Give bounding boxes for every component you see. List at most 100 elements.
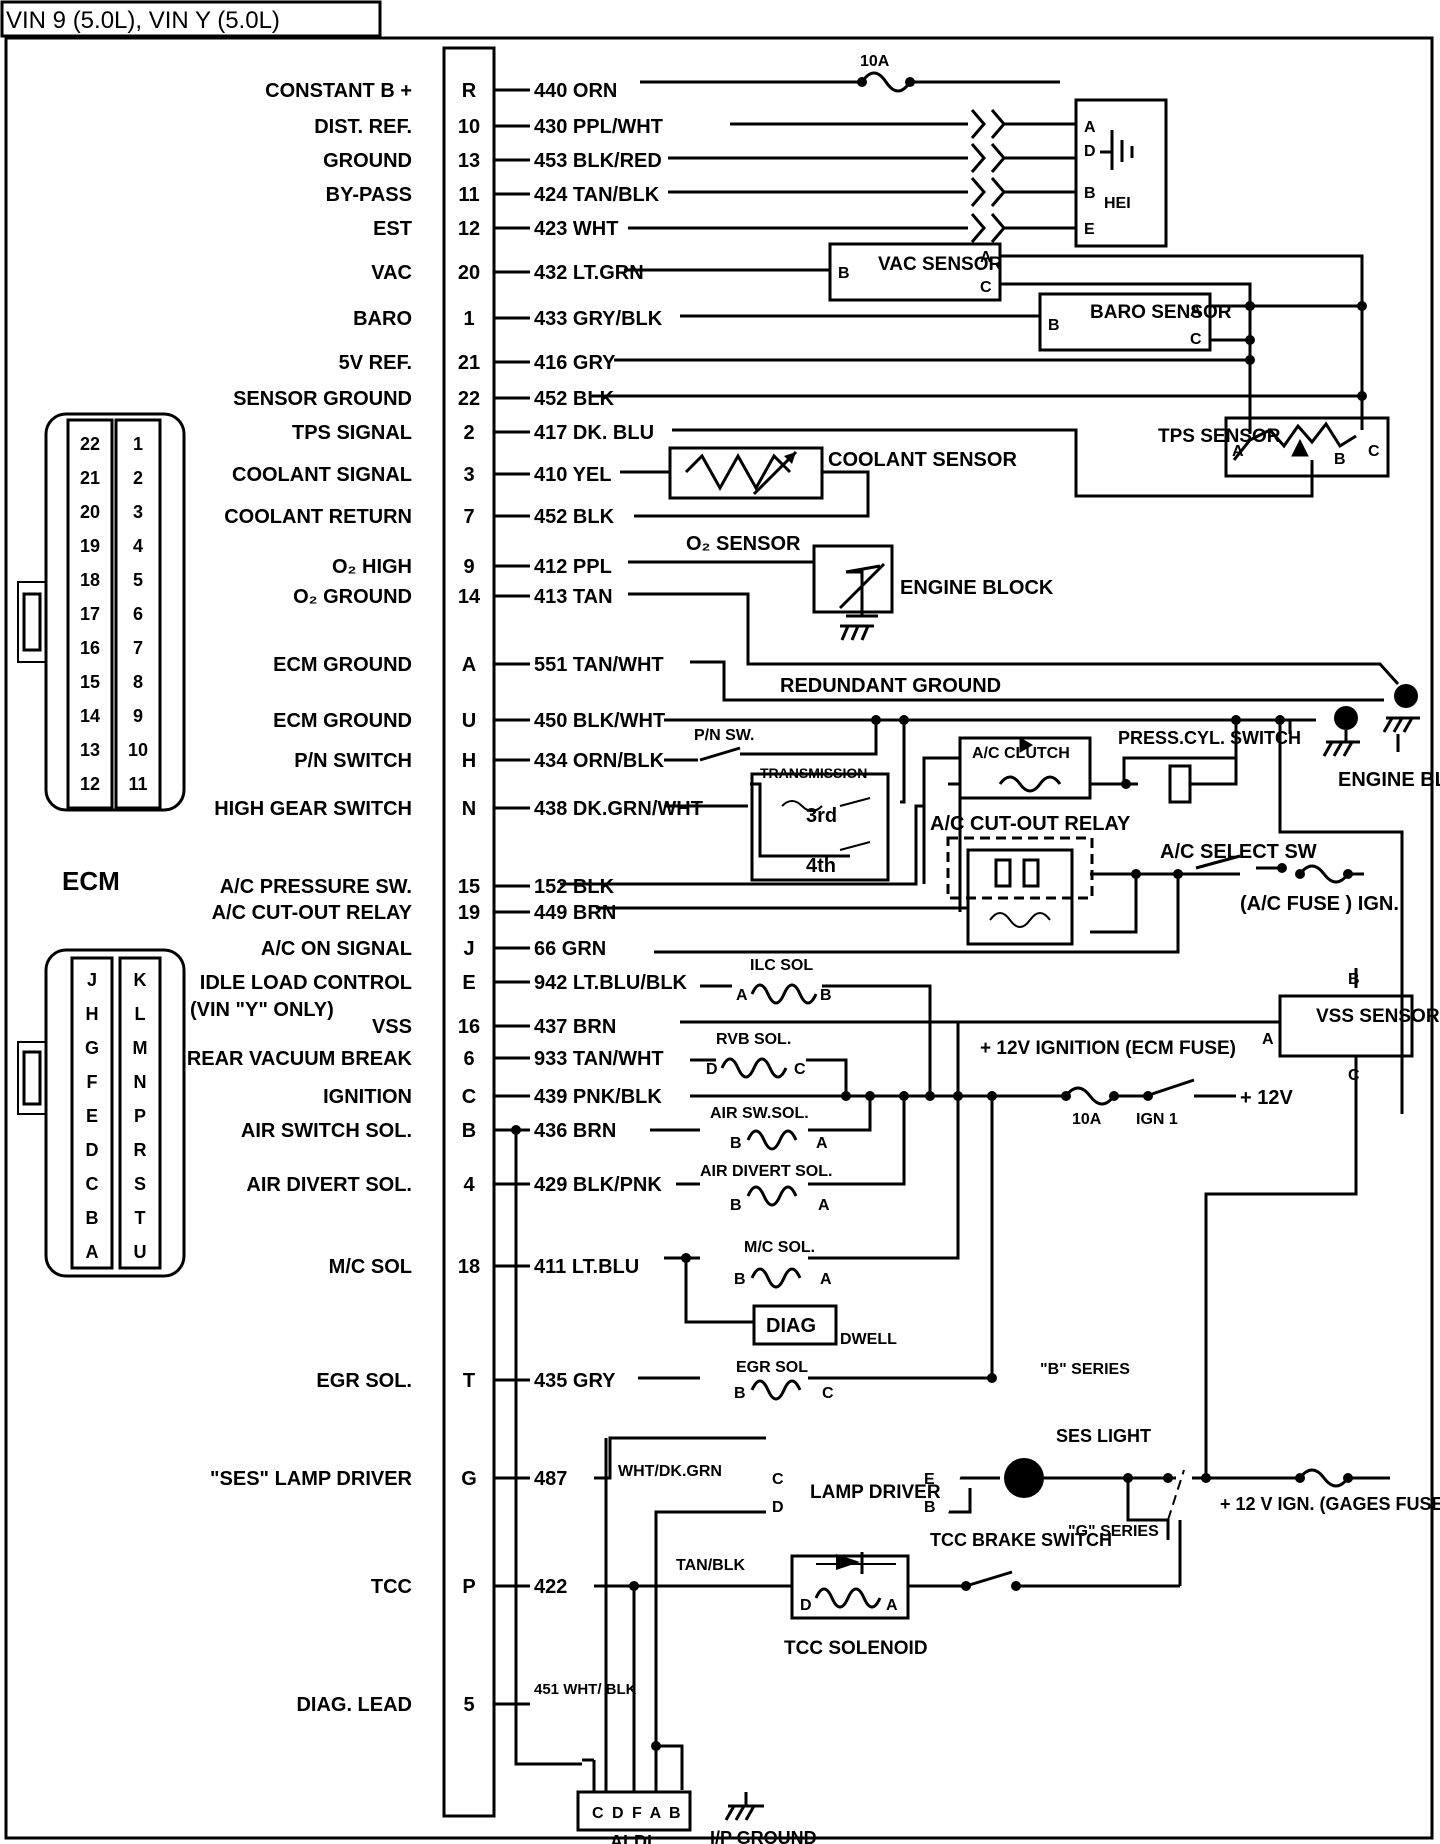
- pn-sw-label: P/N SW.: [694, 727, 754, 744]
- transmission: TRANSMISSION 3rd 4th: [750, 765, 890, 882]
- connector-cavity-label: 12: [80, 774, 100, 794]
- connector-pin: C: [462, 1086, 476, 1108]
- connector-cavity-label: A: [86, 1242, 99, 1262]
- connector-cavity-label: K: [134, 970, 147, 990]
- connector-pin: 22: [458, 388, 480, 410]
- wire-id: 430 PPL/WHT: [534, 116, 663, 138]
- svg-text:TCC SOLENOID: TCC SOLENOID: [784, 1638, 928, 1659]
- vss-sensor: VSS SENSOR A B C: [1262, 971, 1440, 1084]
- connector-cavity-label: 1: [133, 434, 143, 454]
- wire-id: 452 BLK: [534, 506, 615, 528]
- svg-text:ILC SOL: ILC SOL: [750, 957, 813, 974]
- circuit-label: "SES" LAMP DRIVER: [210, 1468, 413, 1490]
- svg-text:B: B: [1048, 317, 1060, 334]
- wire-id: 437 BRN: [534, 1016, 616, 1038]
- wire-id: 436 BRN: [534, 1120, 616, 1142]
- engine-block-grounds: ENGINE BLOCK: [1322, 684, 1440, 791]
- svg-text:C: C: [822, 1385, 834, 1402]
- hei-label: HEI: [1104, 195, 1131, 212]
- svg-text:E: E: [1084, 221, 1095, 238]
- wire-id: 423 WHT: [534, 218, 618, 240]
- ac-clutch: A/C CLUTCH: [958, 736, 1092, 800]
- connector-cavity-label: S: [134, 1174, 146, 1194]
- svg-text:EGR SOL: EGR SOL: [736, 1359, 808, 1376]
- svg-text:A: A: [818, 1197, 830, 1214]
- svg-text:C: C: [1190, 331, 1202, 348]
- wire-id: 451 WHT/ BLK: [534, 1681, 637, 1698]
- ilc-solenoid: ILC SOL A B: [736, 957, 832, 1005]
- connector-pin: 21: [458, 352, 480, 374]
- circuit-label: COOLANT RETURN: [224, 506, 412, 528]
- svg-text:TPS SENSOR: TPS SENSOR: [1158, 426, 1281, 447]
- connector-pin: P: [462, 1576, 475, 1598]
- wire-id: 487: [534, 1468, 567, 1490]
- svg-text:A/C SELECT SW: A/C SELECT SW: [1160, 841, 1317, 863]
- wire-id: 942 LT.BLU/BLK: [534, 972, 688, 994]
- wire-id: 422: [534, 1576, 567, 1598]
- svg-text:TRANSMISSION: TRANSMISSION: [760, 765, 867, 781]
- connector-cavity-label: 8: [133, 672, 143, 692]
- circuit-label: O₂ GROUND: [293, 586, 412, 608]
- connector-pin: 5: [463, 1694, 474, 1716]
- svg-text:A: A: [1084, 119, 1096, 136]
- svg-text:B: B: [1084, 185, 1096, 202]
- connector-cavity-label: 18: [80, 570, 100, 590]
- connector-pin: 9: [463, 556, 474, 578]
- wire-id: 416 GRY: [534, 352, 616, 374]
- wire-id: 439 PNK/BLK: [534, 1086, 662, 1108]
- connector-pin: 15: [458, 876, 480, 898]
- circuit-label: CONSTANT B +: [265, 80, 412, 102]
- circuit-row: TCC P 422: [371, 1576, 567, 1598]
- svg-text:A: A: [1232, 443, 1244, 460]
- circuit-label: TPS SIGNAL: [292, 422, 412, 444]
- svg-text:BARO SENSOR: BARO SENSOR: [1090, 302, 1232, 323]
- svg-text:A: A: [980, 249, 992, 266]
- wire-id: 453 BLK/RED: [534, 150, 662, 172]
- connector-cavity-label: M: [133, 1038, 148, 1058]
- tan-blk-label: TAN/BLK: [676, 1557, 745, 1574]
- ip-ground: I/P GROUND: [710, 1792, 817, 1844]
- svg-text:D: D: [706, 1061, 718, 1078]
- connector-cavity-label: 15: [80, 672, 100, 692]
- wire-id: 452 BLK: [534, 388, 615, 410]
- svg-text:A: A: [1262, 1031, 1274, 1048]
- ac-cutout-relay: A/C CUT-OUT RELAY: [930, 813, 1131, 946]
- circuit-label: EST: [373, 218, 412, 240]
- circuit-label: TCC: [371, 1576, 412, 1598]
- tcc-brake-switch-label: TCC BRAKE SWITCH: [930, 1530, 1112, 1550]
- wht-dk-grn-label: WHT/DK.GRN: [618, 1463, 722, 1480]
- svg-text:4th: 4th: [806, 855, 836, 877]
- svg-text:E: E: [924, 1471, 935, 1488]
- gages-fuse-label: + 12 V IGN. (GAGES FUSE ): [1220, 1494, 1440, 1514]
- svg-text:B: B: [838, 265, 850, 282]
- wire-id: 440 ORN: [534, 80, 617, 102]
- svg-text:A/C CLUTCH: A/C CLUTCH: [972, 745, 1070, 762]
- connector-cavity-label: 6: [133, 604, 143, 624]
- svg-text:B: B: [820, 987, 832, 1004]
- connector-pin: A: [462, 654, 476, 676]
- wire-id: 449 BRN: [534, 902, 616, 924]
- circuit-label: HIGH GEAR SWITCH: [214, 798, 412, 820]
- circuit-label: COOLANT SIGNAL: [232, 464, 412, 486]
- svg-text:O₂ SENSOR: O₂ SENSOR: [686, 533, 801, 555]
- svg-text:B: B: [1334, 451, 1346, 468]
- wiring: [511, 71, 1404, 1792]
- connector-pin: 14: [458, 586, 481, 608]
